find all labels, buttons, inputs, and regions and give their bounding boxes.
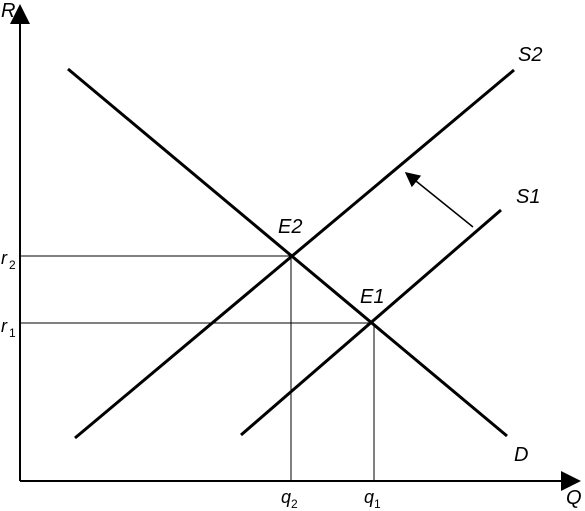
q1-tick-label: q 1: [364, 487, 381, 511]
r1-tick-label: r 1: [1, 316, 16, 340]
s2-label: S2: [518, 44, 542, 66]
demand-curve: [67, 67, 508, 438]
d-label: D: [514, 444, 528, 466]
s1-label: S1: [516, 186, 540, 208]
supply-curve-s1: [240, 208, 502, 437]
r2-tick-label: r 2: [1, 248, 16, 272]
q2-tick-label: q 2: [281, 487, 298, 511]
e2-label: E2: [278, 216, 302, 238]
x-axis-label: Q: [566, 487, 582, 509]
supply-curve-s2: [74, 68, 515, 440]
y-axis-label: R: [1, 0, 15, 22]
shift-arrow: [404, 172, 474, 228]
e1-label: E1: [360, 286, 384, 308]
